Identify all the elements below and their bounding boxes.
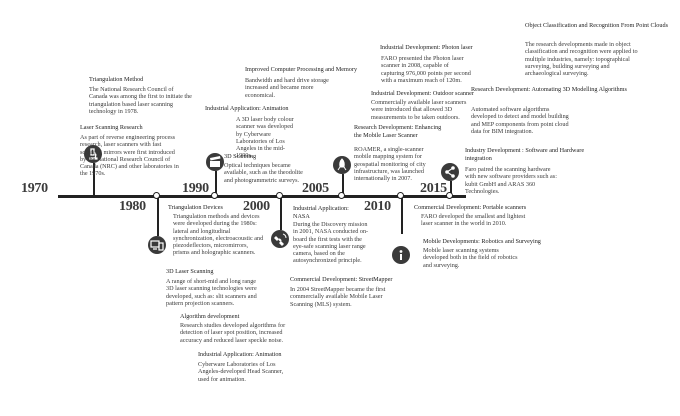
- robotics-surveying-body: Mobile laser scanning systems developed …: [423, 247, 518, 269]
- connector-portable: [401, 198, 403, 234]
- connector-devices: [157, 198, 159, 236]
- connector-nasa: [280, 198, 282, 230]
- node-2000: [276, 192, 283, 199]
- year-2010: 2010: [364, 199, 391, 214]
- industrial-animation-top-title: Industrial Application: Animation: [205, 105, 289, 112]
- algorithm-development-body: Research studies developed algorithms fo…: [180, 322, 286, 344]
- mobile-laser-scanner-title: Research Development: Enhancing the Mobi…: [354, 124, 442, 139]
- connector-software: [450, 181, 452, 195]
- year-2015: 2015: [420, 181, 447, 196]
- triangulation-method-body: The National Research Council of Canada …: [89, 86, 192, 115]
- connector-animation-top: [215, 171, 217, 195]
- node-1990: [211, 192, 218, 199]
- portable-scanners-body: FARO developed the smallest and lightest…: [421, 213, 526, 228]
- connector-mobile: [342, 174, 344, 195]
- share-icon: [441, 163, 459, 181]
- object-classification-title: Object Classification and Recognition Fr…: [525, 22, 668, 29]
- mobile-laser-scanner-body: ROAMER, a single-scanner mobile mapping …: [354, 146, 426, 183]
- software-hardware-body: Faro paired the scanning hardware with n…: [465, 166, 557, 195]
- node-2015: [446, 192, 453, 199]
- triangulation-method-title: Triangulation Method: [89, 76, 144, 83]
- node-2010: [397, 192, 404, 199]
- year-1990: 1990: [182, 181, 209, 196]
- software-hardware-title: Industry Development : Software and Hard…: [465, 147, 585, 162]
- info-icon: [392, 246, 410, 264]
- laser-scanning-3d-title: 3D Laser Scanning: [166, 268, 214, 275]
- automating-3d-title: Research Development: Automating 3D Mode…: [471, 86, 627, 93]
- laser-scanning-3d-body: A range of short-mid and long range 3D l…: [166, 278, 257, 307]
- photon-laser-title: Industrial Development: Photon laser: [380, 44, 473, 51]
- laser-scanning-research-body: As part of reverse engineering process r…: [80, 134, 179, 178]
- industrial-animation-bottom-body: Cyberware Laboratories of Los Angeles-de…: [198, 361, 284, 383]
- object-classification-body: The research developments made in object…: [525, 41, 638, 78]
- node-1980: [153, 192, 160, 199]
- improved-processing-title: Improved Computer Processing and Memory: [245, 66, 358, 73]
- nasa-title: Industrial Application: NASA: [293, 205, 349, 220]
- rocket-icon: [333, 156, 351, 174]
- robotics-surveying-title: Mobile Developments: Robotics and Survey…: [423, 238, 541, 245]
- nasa-body: During the Discovery mission in 2001, NA…: [293, 221, 369, 265]
- year-2005: 2005: [302, 181, 329, 196]
- year-2000: 2000: [243, 199, 270, 214]
- scanning-3d-title: 3D Scanning: [224, 153, 257, 160]
- triangulation-devices-body: Triangulation methods and devices were d…: [173, 213, 264, 257]
- industrial-animation-top-body: A 3D laser body colour scanner was devel…: [236, 116, 294, 160]
- year-1970: 1970: [21, 181, 48, 196]
- scanning-3d-body: Optical techniques became available, suc…: [224, 162, 303, 184]
- outdoor-scanner-title: Industrial Development: Outdoor scanner: [371, 90, 474, 97]
- clapperboard-icon: [206, 153, 224, 171]
- connector-laser-research: [93, 163, 95, 195]
- automating-3d-body: Automated software algorithms developed …: [471, 106, 569, 135]
- improved-processing-body: Bandwidth and hard drive storage increas…: [245, 77, 329, 99]
- triangulation-devices-title: Triangulation Devices: [168, 204, 223, 211]
- microscope-icon: [84, 145, 102, 163]
- photon-laser-body: FARO presented the Photon laser scanner …: [381, 55, 471, 84]
- industrial-animation-bottom-title: Industrial Application: Animation: [198, 351, 282, 358]
- laser-scanning-research-title: Laser Scanning Research: [80, 124, 143, 131]
- streetmapper-body: In 2004 StreetMapper became the first co…: [290, 286, 386, 308]
- outdoor-scanner-body: Commercially available laser scanners we…: [371, 99, 467, 121]
- devices-icon: [148, 236, 166, 254]
- year-1980: 1980: [119, 199, 146, 214]
- streetmapper-title: Commercial Development: StreetMapper: [290, 276, 393, 283]
- satellite-icon: [271, 230, 289, 248]
- timeline-axis: [58, 195, 466, 198]
- node-2005: [338, 192, 345, 199]
- portable-scanners-title: Commercial Development: Portable scanner…: [414, 204, 527, 211]
- algorithm-development-title: Algorithm development: [180, 313, 240, 320]
